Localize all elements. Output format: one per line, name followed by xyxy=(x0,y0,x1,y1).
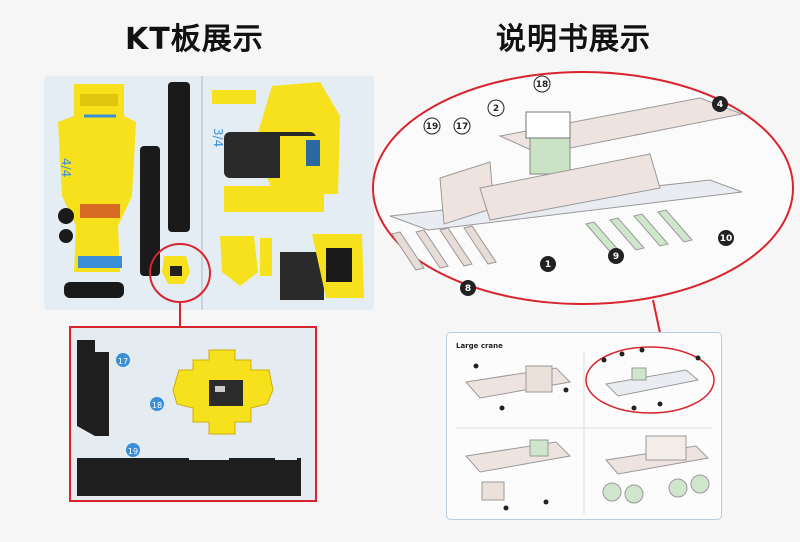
callout-17: 17 xyxy=(456,122,469,132)
callout-8: 8 xyxy=(465,284,471,294)
kt-board-photo: 3/4 4/4 xyxy=(44,76,374,310)
kt-label-a: 3/4 xyxy=(211,128,225,147)
manual-page-thumbnail: Large crane xyxy=(446,332,722,520)
zoom-number-17: 17 xyxy=(118,357,128,366)
manual-assembly-drawing: 19 17 2 18 4 1 9 10 8 xyxy=(372,71,794,305)
callout-19: 19 xyxy=(426,122,439,132)
kt-board-title: KT板展示 xyxy=(125,22,264,57)
zoom-connector xyxy=(179,301,181,327)
callout-2: 2 xyxy=(493,104,499,114)
callout-9: 9 xyxy=(613,252,619,262)
manual-page-title: Large crane xyxy=(456,342,503,350)
zoom-number-19: 19 xyxy=(128,447,138,456)
manual-title: 说明书展示 xyxy=(496,22,651,57)
callout-10: 10 xyxy=(720,234,733,244)
callout-4: 4 xyxy=(717,100,723,110)
zoom-detail-box: 17 18 19 xyxy=(69,326,317,502)
zoom-number-18: 18 xyxy=(152,401,162,410)
kt-highlight-circle xyxy=(149,243,211,303)
callout-18: 18 xyxy=(536,80,549,90)
kt-label-b: 4/4 xyxy=(59,158,73,177)
callout-1: 1 xyxy=(545,260,551,270)
